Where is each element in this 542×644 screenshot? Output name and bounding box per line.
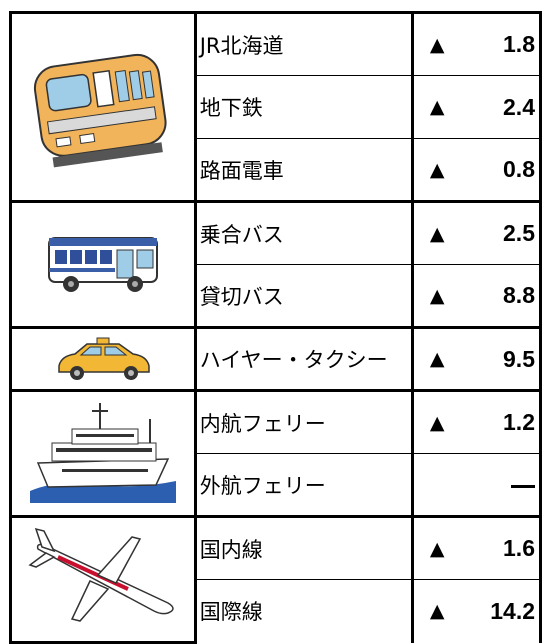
table-row: 乗合バス ▲ 2.5: [9, 200, 542, 329]
row-name: JR北海道: [193, 11, 414, 76]
table-row: JR北海道 ▲ 1.8: [9, 11, 542, 203]
triangle-mark: ▲: [429, 600, 445, 623]
row-name: 地下鉄: [193, 75, 414, 139]
table-row: 貸切バス ▲ 8.8: [11, 264, 542, 329]
bus-cell: [9, 200, 197, 329]
bus-icon: [47, 236, 158, 292]
row-name: 乗合バス: [193, 201, 414, 265]
triangle-mark: ▲: [429, 96, 445, 118]
value-number: 1.2: [503, 409, 535, 435]
row-value: ▲ 1.6: [410, 516, 542, 580]
table-row: 国際線 ▲ 14.2: [11, 579, 542, 643]
triangle-mark: ▲: [429, 348, 445, 370]
row-value: ▲ 2.4: [410, 75, 542, 139]
row-name: 国際線: [193, 579, 414, 643]
table-row: 内航フェリー ▲ 1.2: [9, 389, 542, 518]
taxi-cell: [9, 326, 197, 392]
row-value: ▲ 9.5: [410, 327, 542, 392]
triangle-mark: ▲: [429, 411, 445, 434]
row-name: 内航フェリー: [193, 390, 414, 454]
triangle-mark: ▲: [429, 537, 445, 560]
row-value: ▲ 1.2: [410, 390, 542, 454]
triangle-mark: ▲: [429, 222, 445, 245]
airplane-icon: [28, 527, 174, 622]
ferry-icon: [29, 402, 176, 503]
train-cell: [9, 11, 197, 203]
row-value: ▲ 0.8: [410, 138, 542, 203]
value-number: 9.5: [503, 345, 535, 372]
table-row: ハイヤー・タクシー ▲ 9.5: [9, 326, 542, 392]
taxi-icon: [58, 337, 150, 380]
value-dash: ―: [511, 470, 535, 499]
row-name: 外航フェリー: [193, 453, 414, 518]
row-name: ハイヤー・タクシー: [193, 327, 414, 392]
value-number: 8.8: [503, 282, 535, 308]
transport-table: JR北海道 ▲ 1.8 地下鉄 ▲ 2.4 路面電車 ▲: [9, 11, 542, 644]
row-value: ▲ 14.2: [410, 579, 542, 643]
value-number: 2.5: [503, 220, 535, 246]
triangle-mark: ▲: [429, 158, 445, 181]
table-row: 路面電車 ▲ 0.8: [11, 138, 542, 203]
table-row: 地下鉄 ▲ 2.4: [11, 75, 542, 139]
value-number: 2.4: [503, 93, 535, 120]
value-number: 14.2: [490, 597, 535, 624]
train-icon: [33, 53, 167, 168]
table-row: 外航フェリー ―: [11, 453, 542, 518]
row-value: ▲ 1.8: [410, 11, 542, 76]
triangle-mark: ▲: [429, 284, 445, 307]
triangle-mark: ▲: [429, 33, 445, 56]
row-value: ―: [410, 453, 542, 518]
ferry-cell: [9, 389, 197, 518]
row-name: 国内線: [193, 516, 414, 580]
row-value: ▲ 2.5: [410, 201, 542, 265]
row-name: 路面電車: [193, 138, 414, 203]
row-name: 貸切バス: [193, 264, 414, 329]
table-row: 国内線 ▲ 1.6: [9, 515, 542, 644]
airplane-cell: [9, 515, 197, 644]
value-number: 1.6: [503, 535, 535, 561]
value-number: 0.8: [503, 156, 535, 182]
row-value: ▲ 8.8: [410, 264, 542, 329]
value-number: 1.8: [503, 31, 535, 57]
